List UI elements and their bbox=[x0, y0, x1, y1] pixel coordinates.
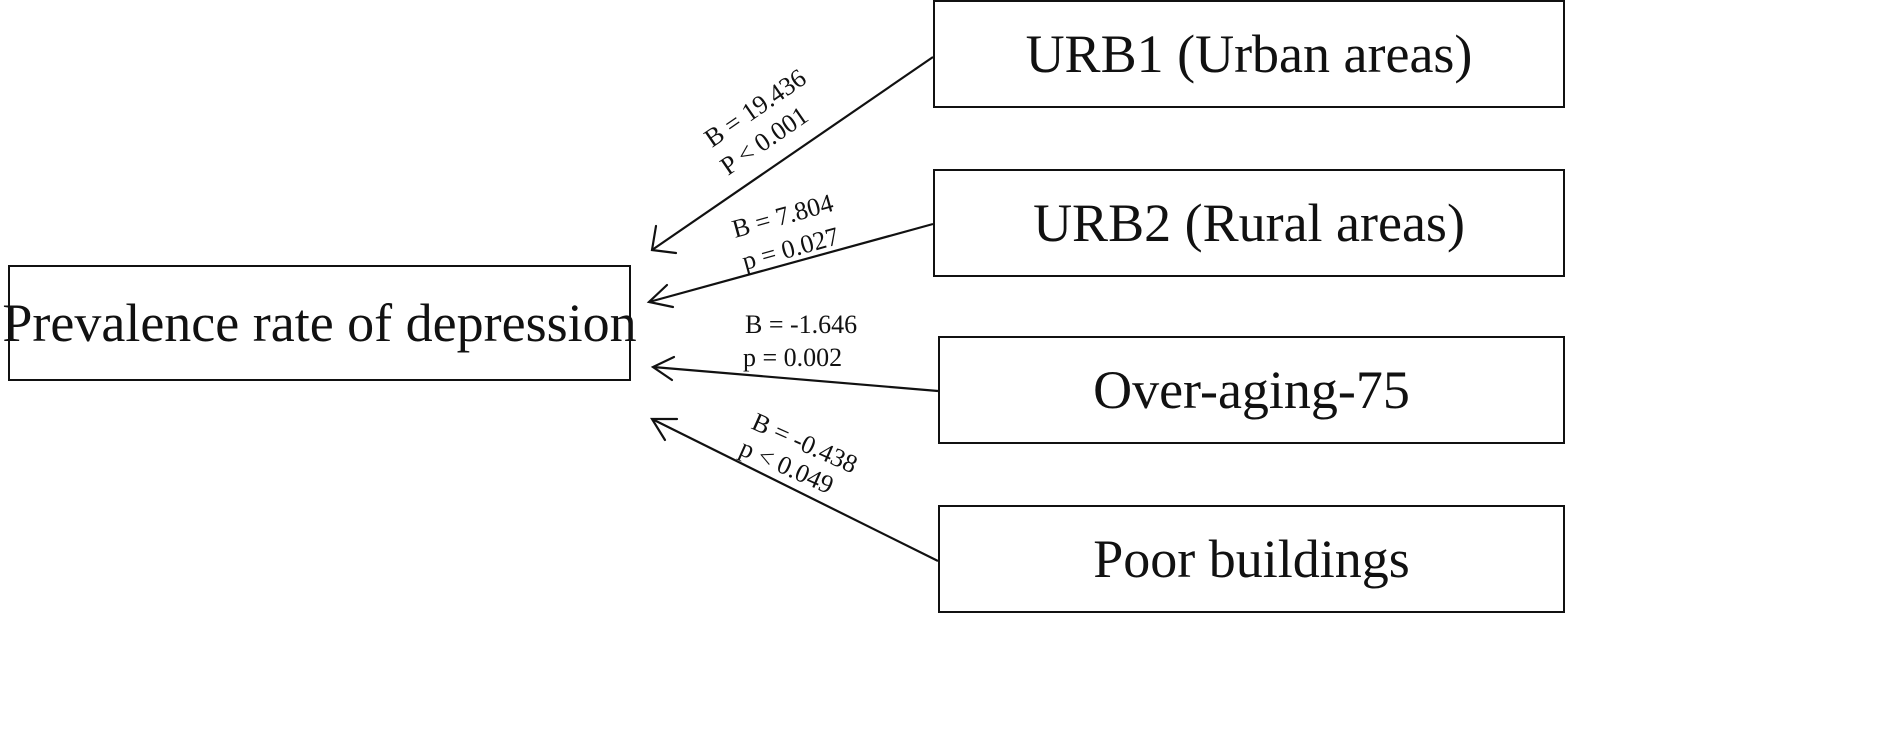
arrowhead-urb2 bbox=[646, 283, 675, 309]
node-poor-buildings: Poor buildings bbox=[938, 505, 1565, 613]
node-urb2-label: URB2 (Rural areas) bbox=[1033, 193, 1465, 253]
arrow-urb1 bbox=[651, 56, 934, 251]
edge-over-aging: B = -1.646 p = 0.002 bbox=[650, 310, 939, 393]
arrow-poor-buildings bbox=[651, 418, 939, 562]
node-urb1-label: URB1 (Urban areas) bbox=[1025, 24, 1473, 84]
node-over-aging-label: Over-aging-75 bbox=[1093, 360, 1410, 420]
arrowhead-over-aging bbox=[650, 355, 676, 382]
edge-poor-buildings: B = -0.438 p < 0.049 bbox=[650, 407, 939, 562]
arrowhead-urb1 bbox=[650, 224, 678, 255]
node-over-aging: Over-aging-75 bbox=[938, 336, 1565, 444]
edge-urb2: B = 7.804 p = 0.027 bbox=[646, 188, 934, 309]
node-poor-buildings-label: Poor buildings bbox=[1093, 529, 1410, 589]
node-urb2: URB2 (Rural areas) bbox=[933, 169, 1565, 277]
node-prevalence-rate-label: Prevalence rate of depression bbox=[2, 293, 637, 353]
arrow-urb2 bbox=[648, 222, 934, 304]
edge-over-aging-p-label: p = 0.002 bbox=[743, 343, 842, 372]
arrowhead-poor-buildings bbox=[650, 417, 679, 442]
arrow-over-aging bbox=[652, 365, 939, 393]
edge-over-aging-b-label: B = -1.646 bbox=[745, 310, 857, 339]
node-urb1: URB1 (Urban areas) bbox=[933, 0, 1565, 108]
node-prevalence-rate: Prevalence rate of depression bbox=[2, 265, 637, 381]
